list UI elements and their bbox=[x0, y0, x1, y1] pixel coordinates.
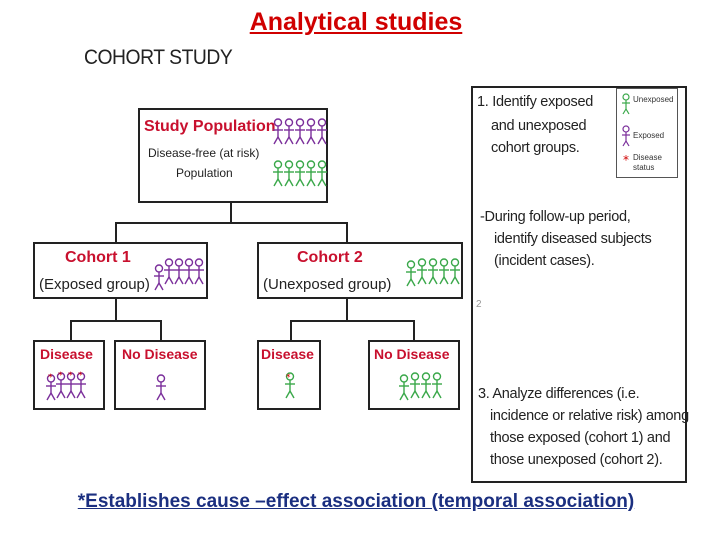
c2-no-disease-box: No Disease bbox=[368, 340, 460, 410]
legend-disease-icon: * bbox=[623, 153, 629, 167]
connector-cohort2-down bbox=[346, 298, 348, 320]
connector-c1-disease bbox=[70, 320, 72, 340]
population-figures bbox=[272, 118, 328, 187]
c1-no-disease-figures bbox=[155, 374, 167, 401]
c2-disease-marker: * bbox=[286, 373, 291, 383]
connector-c2-no-disease bbox=[413, 320, 415, 340]
legend-unexposed-label: Unexposed bbox=[633, 95, 674, 104]
connector-c2-disease bbox=[290, 320, 292, 340]
step1-line3: cohort groups. bbox=[491, 140, 580, 156]
connector-to-cohort1 bbox=[115, 222, 117, 242]
c1-no-disease-icons bbox=[155, 374, 167, 401]
c2-no-disease-icons bbox=[398, 372, 443, 401]
legend-box: Unexposed Exposed Disease status * bbox=[616, 88, 678, 178]
step1-line1: 1. Identify exposed bbox=[477, 94, 594, 110]
step3-line1: 3. Analyze differences (i.e. bbox=[478, 386, 640, 402]
c1-no-disease-box: No Disease bbox=[114, 340, 206, 410]
svg-text:*: * bbox=[78, 371, 83, 381]
connector-cohort1-down bbox=[115, 298, 117, 320]
connector-c1-no-disease bbox=[160, 320, 162, 340]
c1-no-disease-label: No Disease bbox=[122, 346, 198, 362]
legend-disease-label: Disease bbox=[633, 153, 662, 162]
study-population-box: Study Population Disease-free (at risk) … bbox=[138, 108, 328, 203]
c1-disease-label: Disease bbox=[40, 346, 93, 362]
cohort1-figures bbox=[153, 258, 205, 291]
cohort2-figures bbox=[405, 258, 461, 287]
c2-disease-label: Disease bbox=[261, 346, 314, 362]
cohort1-sub: (Exposed group) bbox=[39, 276, 150, 293]
step1-area: 1. Identify exposed and unexposed cohort… bbox=[471, 86, 621, 181]
legend-status-label: status bbox=[633, 163, 655, 172]
connector-cohort2-horizontal bbox=[290, 320, 414, 322]
cohort2-unexposed-icons bbox=[405, 258, 461, 287]
legend-unexposed-icon bbox=[622, 93, 630, 115]
step3-line2: incidence or relative risk) among bbox=[490, 408, 689, 424]
footer-note: *Establishes cause –effect association (… bbox=[77, 491, 635, 512]
svg-text:*: * bbox=[68, 371, 73, 381]
cohort1-exposed-icons bbox=[153, 258, 205, 291]
study-population-line2: Population bbox=[176, 166, 233, 180]
study-population-line1: Disease-free (at risk) bbox=[148, 146, 260, 160]
c2-disease-figures: * bbox=[284, 372, 296, 399]
step1-line2: and unexposed bbox=[491, 118, 587, 134]
population-exposed-icons bbox=[272, 118, 328, 145]
legend-exposed-label: Exposed bbox=[633, 131, 665, 140]
c1-disease-box: Disease * * * * bbox=[33, 340, 105, 410]
cohort1-heading: Cohort 1 bbox=[65, 249, 131, 266]
step2-line2: identify diseased subjects bbox=[494, 231, 652, 247]
svg-text:*: * bbox=[58, 371, 63, 381]
c1-disease-markers: * * * * bbox=[48, 371, 83, 383]
step3-line4: those unexposed (cohort 2). bbox=[490, 452, 663, 468]
cohort2-box: Cohort 2 (Unexposed group) bbox=[257, 242, 463, 299]
connector-population-horizontal bbox=[115, 222, 347, 224]
connector-cohort1-horizontal bbox=[70, 320, 160, 322]
legend-exposed-icon bbox=[622, 125, 630, 147]
cohort1-box: Cohort 1 (Exposed group) bbox=[33, 242, 208, 299]
legend-icons: * bbox=[622, 93, 630, 167]
cohort2-sub: (Unexposed group) bbox=[263, 276, 392, 293]
study-population-heading: Study Population bbox=[144, 118, 276, 135]
c2-no-disease-figures bbox=[398, 372, 443, 401]
connector-to-cohort2 bbox=[346, 222, 348, 242]
step3-line3: those exposed (cohort 1) and bbox=[490, 430, 671, 446]
cohort2-heading: Cohort 2 bbox=[297, 249, 363, 266]
step2-number: 2 bbox=[476, 299, 482, 310]
step2-line1: -During follow-up period, bbox=[480, 209, 631, 225]
diagram-subtitle: COHORT STUDY bbox=[84, 46, 233, 69]
step2-line3: (incident cases). bbox=[494, 253, 595, 269]
c2-disease-box: Disease * bbox=[257, 340, 321, 410]
svg-text:*: * bbox=[48, 373, 53, 383]
c2-no-disease-label: No Disease bbox=[374, 346, 450, 362]
population-unexposed-icons bbox=[272, 160, 328, 187]
connector-population-down bbox=[230, 202, 232, 222]
c1-disease-figures: * * * * bbox=[45, 371, 87, 401]
slide-title: Analytical studies bbox=[249, 8, 463, 36]
